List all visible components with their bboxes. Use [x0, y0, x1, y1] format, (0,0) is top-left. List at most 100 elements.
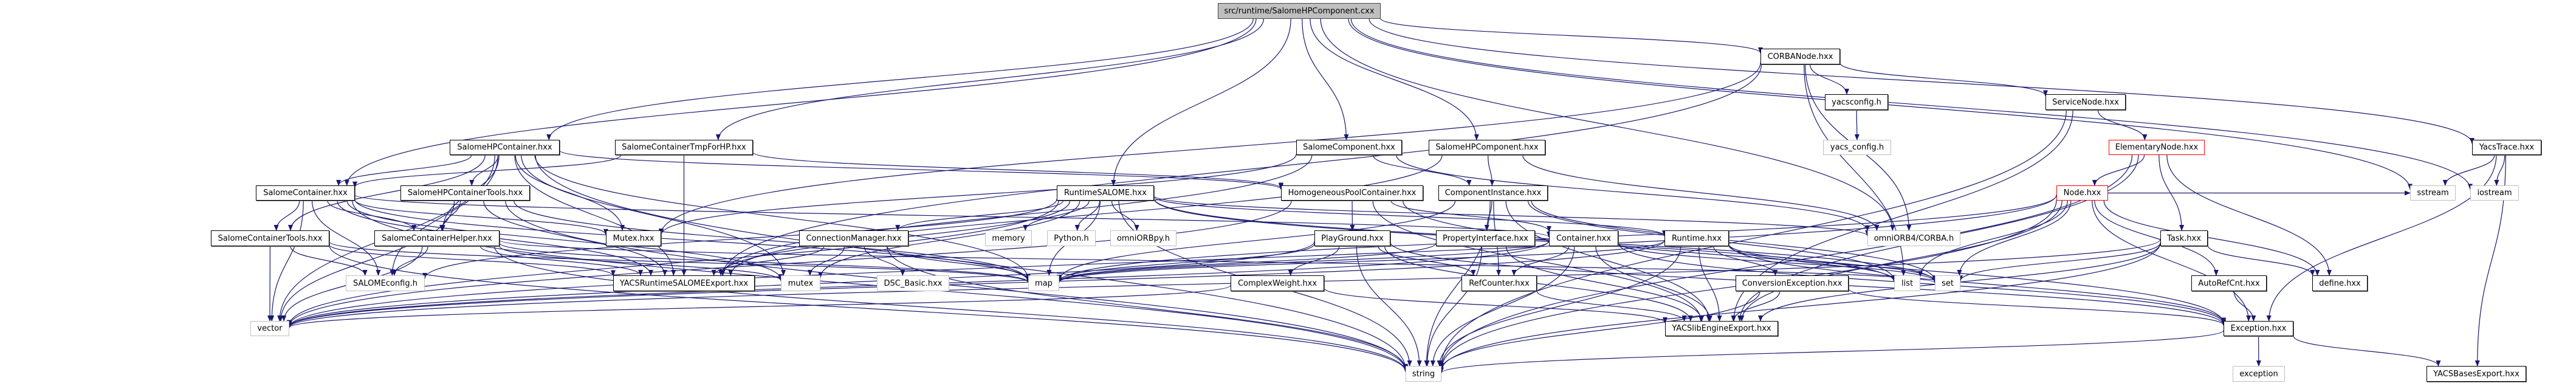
edge-Node-to-vector: [287, 195, 2057, 328]
node-label: ElementaryNode.hxx: [2115, 143, 2199, 152]
node-SalomeComponent[interactable]: SalomeComponent.hxx: [1296, 140, 1402, 155]
node-label: YACSRuntimeSALOMEExport.hxx: [619, 278, 749, 288]
node-PlayGround[interactable]: PlayGround.hxx: [1314, 230, 1390, 246]
edge-YacsTrace-to-Exception: [2266, 154, 2497, 322]
node-CORBANode[interactable]: CORBANode.hxx: [1760, 49, 1840, 64]
node-RefCounter[interactable]: RefCounter.hxx: [1461, 275, 1537, 291]
edge-CORBANode-to-Mutex: [659, 63, 1761, 235]
edge-Node-to-Exception: [2092, 200, 2251, 322]
node-label: SalomeHPContainer.hxx: [457, 143, 552, 152]
node-label: HomogeneousPoolContainer.hxx: [1288, 188, 1417, 198]
node-ComponentInstance[interactable]: ComponentInstance.hxx: [1438, 185, 1548, 201]
node-label: ConversionException.hxx: [1742, 278, 1843, 288]
node-SalomeHPContainerTools[interactable]: SalomeHPContainerTools.hxx: [400, 185, 530, 201]
edge-Runtime-to-list: [1728, 245, 1897, 281]
node-SalomeContainerHelper[interactable]: SalomeContainerHelper.hxx: [374, 230, 500, 246]
node-RuntimeSALOME[interactable]: RuntimeSALOME.hxx: [1057, 185, 1154, 201]
node-label: YacsTrace.hxx: [2479, 143, 2535, 152]
node-HomogeneousPoolContainer[interactable]: HomogeneousPoolContainer.hxx: [1281, 185, 1423, 201]
edge-AutoRefCnt-to-Exception: [2233, 291, 2256, 322]
edge-root-to-RuntimeSALOME: [1111, 18, 1291, 186]
edge-SalomeHPContainer-to-HomogeneousPoolContainer: [559, 150, 1283, 190]
edge-RuntimeSALOME-to-omniORBpy: [1111, 200, 1139, 231]
edge-Task-to-set: [1958, 243, 2161, 282]
node-ConversionException[interactable]: ConversionException.hxx: [1736, 275, 1849, 291]
node-memory: memory: [985, 230, 1032, 246]
edge-Exception-to-YACSBasesExport: [2293, 336, 2441, 367]
edge-Runtime-to-YACSlibEngineExport: [1698, 246, 1722, 322]
node-YacsTrace[interactable]: YacsTrace.hxx: [2472, 140, 2541, 155]
edge-RuntimeSALOME-to-SALOMEconfig: [422, 199, 1057, 279]
edge-Task-to-string: [1439, 242, 2161, 371]
node-ElementaryNode[interactable]: ElementaryNode.hxx: [2109, 140, 2205, 155]
edge-SalomeContainer-to-SalomeContainerTools: [273, 200, 300, 231]
edge-yacsconfig-to-yacs_config: [1854, 109, 1860, 140]
node-label: Container.hxx: [1556, 233, 1612, 243]
edge-SalomeContainer-to-mutex: [346, 200, 783, 281]
node-label: AutoRefCnt.hxx: [2198, 278, 2260, 288]
node-SALOMEconfig: SALOMEconfig.h: [346, 275, 425, 291]
edge-Task-to-define: [2207, 245, 2315, 276]
edge-RuntimeSALOME-to-vector: [287, 200, 1059, 326]
edge-SalomeContainerHelper-to-SALOMEconfig: [391, 246, 428, 276]
node-YACSlibEngineExport[interactable]: YACSlibEngineExport.hxx: [1665, 321, 1778, 336]
edge-root-to-SalomeContainerTmpForHP: [715, 18, 1264, 140]
edge-SalomeHPContainer-to-string: [535, 154, 1408, 370]
node-label: SalomeComponent.hxx: [1303, 143, 1395, 152]
node-Exception[interactable]: Exception.hxx: [2224, 321, 2293, 336]
node-AutoRefCnt[interactable]: AutoRefCnt.hxx: [2191, 275, 2267, 291]
node-Task[interactable]: Task.hxx: [2160, 230, 2208, 246]
node-label: SALOMEconfig.h: [353, 278, 417, 288]
edge-SalomeComponent-to-Mutex: [659, 154, 1297, 236]
node-Runtime[interactable]: Runtime.hxx: [1664, 230, 1729, 246]
edge-Runtime-to-map: [1057, 240, 1665, 283]
edge-SalomeContainerHelper-to-string: [494, 246, 1408, 372]
node-Node[interactable]: Node.hxx: [2056, 185, 2108, 201]
edge-SalomeContainer-to-SALOMEconfig: [311, 200, 381, 276]
node-ServiceNode[interactable]: ServiceNode.hxx: [2045, 94, 2126, 110]
edge-PropertyInterface-to-string: [1424, 246, 1483, 367]
node-define[interactable]: define.hxx: [2312, 275, 2368, 291]
node-SalomeContainerTmpForHP[interactable]: SalomeContainerTmpForHP.hxx: [615, 140, 753, 155]
node-label: Mutex.hxx: [613, 233, 654, 243]
node-Container[interactable]: Container.hxx: [1549, 230, 1618, 246]
edge-PlayGround-to-RefCounter: [1378, 246, 1476, 276]
node-label: Exception.hxx: [2230, 324, 2287, 333]
edge-root-to-SalomeHPComponent: [1310, 18, 1479, 140]
node-label: ComplexWeight.hxx: [1237, 278, 1317, 288]
edge-HomogeneousPoolContainer-to-vector: [287, 200, 1292, 327]
node-Mutex[interactable]: Mutex.hxx: [606, 230, 661, 246]
node-exception: exception: [2233, 366, 2285, 382]
node-label: map: [1035, 278, 1053, 288]
node-label: ComponentInstance.hxx: [1444, 188, 1542, 198]
edge-SalomeContainer-to-map: [354, 199, 1031, 282]
edge-root-to-CORBANode: [1380, 18, 1763, 54]
node-label: mutex: [788, 278, 814, 288]
node-label: PlayGround.hxx: [1321, 233, 1384, 243]
node-label: list: [1901, 278, 1914, 288]
edge-Node-to-AutoRefCnt: [2094, 200, 2219, 276]
node-YACSBasesExport[interactable]: YACSBasesExport.hxx: [2427, 366, 2526, 382]
node-ConnectionManager[interactable]: ConnectionManager.hxx: [799, 230, 908, 246]
edge-SalomeHPContainerTools-to-string: [505, 200, 1408, 371]
node-SalomeContainer[interactable]: SalomeContainer.hxx: [256, 185, 355, 201]
node-YACSRuntimeSALOMEExport[interactable]: YACSRuntimeSALOMEExport.hxx: [613, 275, 755, 291]
node-SalomeHPComponent[interactable]: SalomeHPComponent.hxx: [1429, 140, 1545, 155]
node-ComplexWeight[interactable]: ComplexWeight.hxx: [1231, 275, 1324, 291]
node-label: YACSBasesExport.hxx: [2433, 369, 2519, 379]
node-iostream: iostream: [2470, 185, 2519, 201]
node-yacsconfig[interactable]: yacsconfig.h: [1825, 94, 1888, 110]
node-root[interactable]: src/runtime/SalomeHPComponent.cxx: [1218, 3, 1381, 19]
node-PropertyInterface[interactable]: PropertyInterface.hxx: [1436, 230, 1535, 246]
edge-SalomeContainerTmpForHP-to-SalomeContainer: [352, 154, 622, 188]
node-label: yacsconfig.h: [1832, 97, 1881, 107]
node-label: src/runtime/SalomeHPComponent.cxx: [1224, 6, 1375, 16]
edge-SalomeHPContainerTools-to-SalomeContainerHelper: [439, 200, 461, 231]
edge-SalomeComponent-to-YACSRuntimeSALOMEExport: [720, 154, 1313, 276]
node-SalomeContainerTools[interactable]: SalomeContainerTools.hxx: [211, 230, 329, 246]
edge-SalomeContainerTools-to-map: [329, 241, 1031, 283]
edge-root-to-YacsTrace: [1369, 18, 2475, 145]
node-SalomeHPContainer[interactable]: SalomeHPContainer.hxx: [450, 140, 560, 155]
node-Python: Python.h: [1047, 230, 1096, 246]
